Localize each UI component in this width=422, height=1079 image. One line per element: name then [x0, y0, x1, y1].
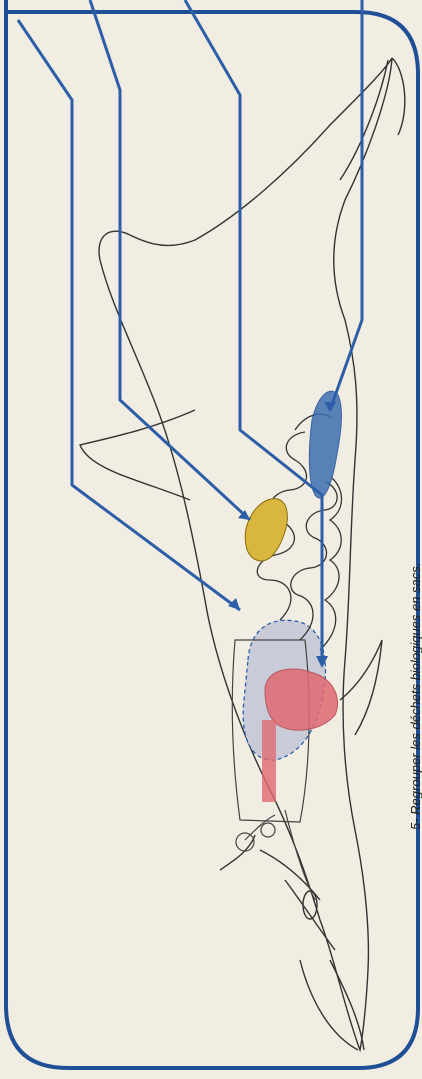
airway: [236, 810, 315, 900]
leader-line-liver: [90, 0, 250, 520]
liver: [245, 499, 287, 561]
kidney: [309, 391, 341, 498]
caption-text: 5- Regrouper les déchets biologiques en …: [408, 563, 422, 830]
frame-border: [6, 0, 418, 1068]
dolphin-outline: [80, 58, 405, 1050]
aorta: [262, 720, 276, 802]
leader-line-lung: [18, 20, 240, 610]
leader-line-heart: [185, 0, 322, 665]
leader-lines: [18, 0, 362, 665]
leader-line-kidney: [330, 0, 362, 410]
